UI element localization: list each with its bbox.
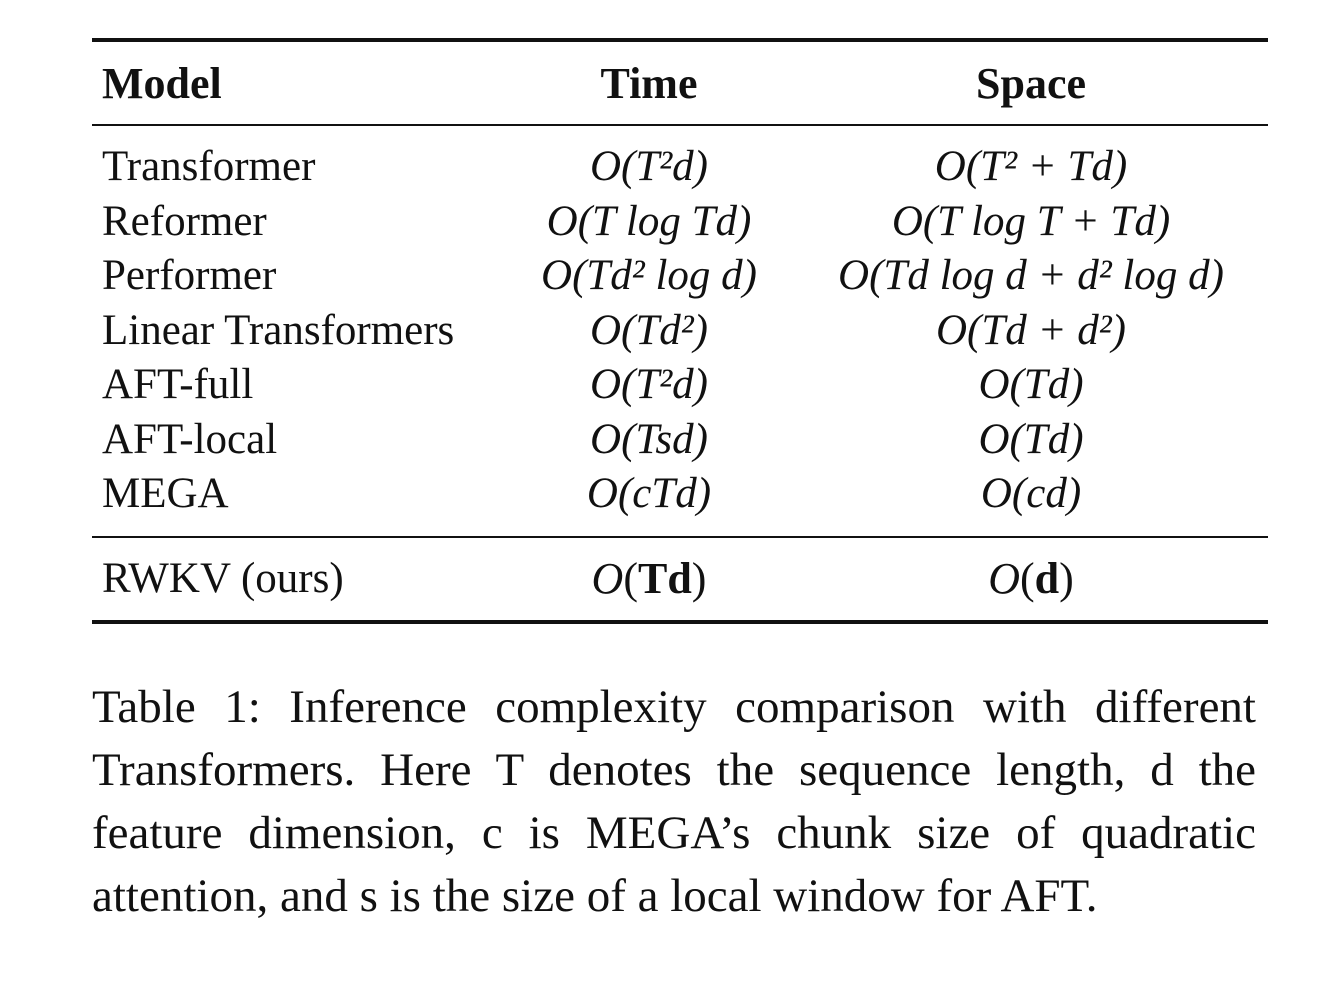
row-model: AFT-full: [102, 361, 254, 409]
row-space: O(Td log d + d² log d): [838, 252, 1224, 300]
ours-time-value: Td: [637, 554, 692, 603]
row-space: O(Td + d²): [935, 306, 1126, 354]
table-header-row: Model Time Space: [92, 42, 1268, 124]
row-time: O(T²d): [590, 361, 708, 409]
table-row: Reformer O(T log Td) O(T log T + Td): [92, 195, 1268, 250]
table-row: AFT-local O(Tsd) O(Td): [92, 413, 1268, 468]
ours-space: O(d): [988, 554, 1074, 603]
row-model: MEGA: [102, 470, 229, 518]
row-model: Linear Transformers: [102, 306, 455, 354]
row-model: Performer: [102, 252, 277, 300]
complexity-table-ours: RWKV (ours) O(Td) O(d): [92, 538, 1268, 620]
table-row: AFT-full O(T²d) O(Td): [92, 358, 1268, 413]
table-row: Transformer O(T²d) O(T² + Td): [92, 126, 1268, 195]
table-row: MEGA O(cTd) O(cd): [92, 467, 1268, 536]
row-time: O(cTd): [586, 470, 712, 518]
header-space: Space: [976, 58, 1086, 108]
row-time: O(Td² log d): [541, 252, 757, 300]
row-time: O(Td²): [590, 306, 708, 354]
row-model: AFT-local: [102, 415, 278, 463]
table-row: Linear Transformers O(Td²) O(Td + d²): [92, 304, 1268, 359]
ours-model: RWKV (ours): [102, 555, 344, 602]
row-model: Transformer: [102, 143, 316, 191]
table-caption: Table 1: Inference complexity comparison…: [92, 676, 1256, 928]
caption-label: Table 1:: [92, 681, 261, 733]
header-model: Model: [102, 58, 222, 108]
row-space: O(Td): [978, 361, 1084, 409]
ours-space-value: d: [1034, 554, 1060, 603]
row-time: O(T²d): [590, 143, 708, 191]
complexity-table-body: Transformer O(T²d) O(T² + Td) Reformer O…: [92, 126, 1268, 536]
row-time: O(T log Td): [546, 197, 752, 245]
table-row-ours: RWKV (ours) O(Td) O(d): [92, 538, 1268, 620]
row-space: O(cd): [980, 470, 1082, 518]
table-bottom-rule: [92, 619, 1268, 624]
table-row: Performer O(Td² log d) O(Td log d + d² l…: [92, 249, 1268, 304]
table-ours-rule: [92, 535, 1268, 538]
caption-text: Inference complexity comparison with dif…: [92, 681, 1256, 922]
table-header-rule: [92, 124, 1268, 126]
row-time: O(Tsd): [590, 415, 708, 463]
ours-time: O(Td): [591, 554, 707, 603]
table-top-rule: [92, 38, 1268, 42]
row-space: O(Td): [978, 415, 1084, 463]
complexity-table-container: Model Time Space Transformer O(T²d) O(T²…: [92, 38, 1268, 624]
row-space: O(T log T + Td): [891, 197, 1171, 245]
header-time: Time: [600, 58, 698, 108]
complexity-table: Model Time Space: [92, 42, 1268, 124]
row-space: O(T² + Td): [934, 143, 1128, 191]
row-model: Reformer: [102, 197, 267, 245]
